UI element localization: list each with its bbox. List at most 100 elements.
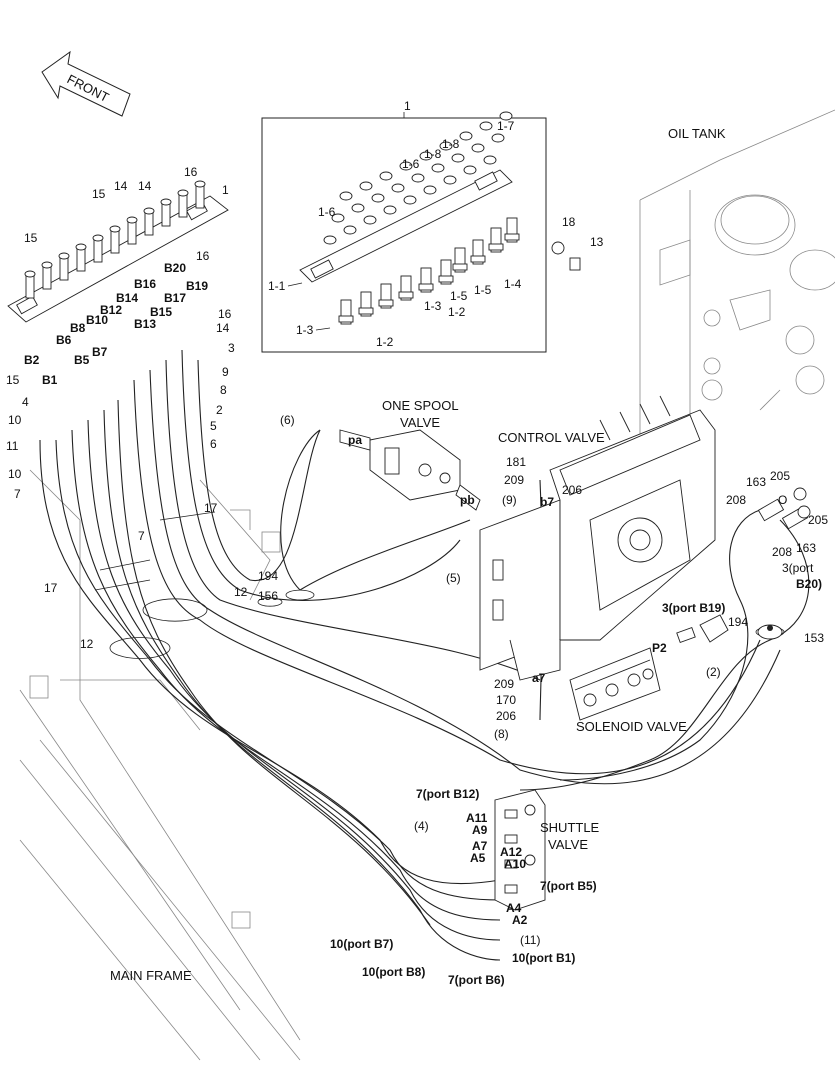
callout-lB7: B7 — [92, 345, 108, 359]
right-fittings — [676, 487, 811, 644]
callout-ca7: a7 — [532, 671, 546, 685]
clamp — [142, 598, 208, 622]
callout-r163a: 163 — [746, 475, 766, 489]
fitting-nut — [452, 263, 468, 271]
detail-caps — [323, 111, 581, 271]
callout-d1_3b: 1-3 — [424, 299, 442, 313]
callout-c194: 194 — [258, 569, 278, 583]
callout-c209b: 209 — [494, 677, 514, 691]
hose — [149, 369, 781, 785]
fitting-nut — [488, 243, 504, 251]
callout-sA12: A12 — [500, 845, 522, 859]
oil-tank — [639, 109, 835, 560]
callout-sA4: A4 — [506, 901, 522, 915]
cap — [359, 181, 373, 191]
band — [94, 579, 151, 591]
manifold-fitting — [59, 257, 69, 281]
callout-cb7: b7 — [540, 495, 554, 509]
manifold-cap — [75, 243, 87, 251]
callout-r153: 153 — [804, 631, 824, 645]
callout-c6: (6) — [280, 413, 295, 427]
callout-r2: (2) — [706, 665, 721, 679]
callout-c156: 156 — [258, 589, 278, 603]
callout-s10b: 10(port B1) — [512, 951, 575, 965]
manifold-fitting — [195, 185, 205, 209]
callout-l12a: 12 — [234, 585, 248, 599]
shuttle-valve-label-1: SHUTTLE — [540, 820, 600, 835]
manifold-cap — [58, 252, 70, 260]
fitting — [440, 259, 452, 285]
callout-cpa: pa — [348, 433, 362, 447]
callout-c170: 170 — [496, 693, 516, 707]
callout-l14b: 14 — [138, 179, 152, 193]
cap — [323, 235, 337, 245]
callout-d1: 1 — [404, 99, 411, 113]
callout-s7c: 7(port B6) — [448, 973, 505, 987]
callout-s4: (4) — [414, 819, 429, 833]
hose — [197, 359, 321, 581]
hose — [280, 429, 321, 591]
callout-l4: 4 — [22, 395, 29, 409]
callout-d1_5b: 1-5 — [474, 283, 492, 297]
cap — [339, 191, 353, 201]
one-spool-valve-label-2: VALVE — [400, 415, 440, 430]
callout-cpb: pb — [460, 493, 475, 507]
fitting — [454, 247, 466, 273]
fitting-nut — [398, 291, 414, 299]
cap — [451, 153, 465, 163]
callout-d1_6a: 1-6 — [402, 157, 420, 171]
fitting — [420, 267, 432, 293]
callout-l9: 9 — [222, 365, 229, 379]
callout-l14a: 14 — [114, 179, 128, 193]
callout-d18: 18 — [562, 215, 576, 229]
callout-d1_4: 1-4 — [504, 277, 522, 291]
one-spool-valve — [339, 429, 481, 511]
hose — [299, 519, 471, 591]
callout-d1_5a: 1-5 — [450, 289, 468, 303]
callout-l12b: 12 — [80, 637, 94, 651]
bolt — [569, 257, 581, 271]
manifold-cap — [41, 261, 53, 269]
callout-sA7: A7 — [472, 839, 488, 853]
callout-l7a: 7 — [14, 487, 21, 501]
clamp — [257, 597, 283, 607]
manifold-fitting — [178, 194, 188, 218]
fitting — [400, 275, 412, 301]
fitting — [490, 227, 502, 253]
callout-sA2: A2 — [512, 913, 528, 927]
callout-l17a: 17 — [204, 501, 218, 515]
callout-lB2: B2 — [24, 353, 40, 367]
manifold-cap — [126, 216, 138, 224]
callout-lB5: B5 — [74, 353, 90, 367]
manifold-fitting — [76, 248, 86, 272]
cap — [431, 163, 445, 173]
manifold-cap — [194, 180, 206, 188]
cap — [383, 205, 397, 215]
callout-l5: 5 — [210, 419, 217, 433]
callout-d1_3a: 1-3 — [296, 323, 314, 337]
hose — [39, 439, 501, 885]
manifold-fitting — [93, 239, 103, 263]
callout-l1: 1 — [222, 183, 229, 197]
hose — [103, 409, 501, 961]
cap — [419, 151, 433, 161]
cap — [459, 131, 473, 141]
callout-r194: 194 — [728, 615, 748, 629]
manifold-fitting — [42, 266, 52, 290]
cap — [499, 111, 513, 121]
callout-d1_2b: 1-2 — [448, 305, 466, 319]
shuttle-valve — [494, 789, 546, 911]
callout-s7b: 7(port B5) — [540, 879, 597, 893]
manifold-cap — [109, 225, 121, 233]
callout-c5: (5) — [446, 571, 461, 585]
cap — [399, 161, 413, 171]
cap — [463, 165, 477, 175]
fitting-nut — [504, 233, 520, 241]
callout-lB13: B13 — [134, 317, 156, 331]
callout-sA9: A9 — [472, 823, 488, 837]
fitting — [380, 283, 392, 309]
callout-l16c: 16 — [218, 307, 232, 321]
front-arrow-icon — [41, 50, 131, 117]
cap — [371, 193, 385, 203]
